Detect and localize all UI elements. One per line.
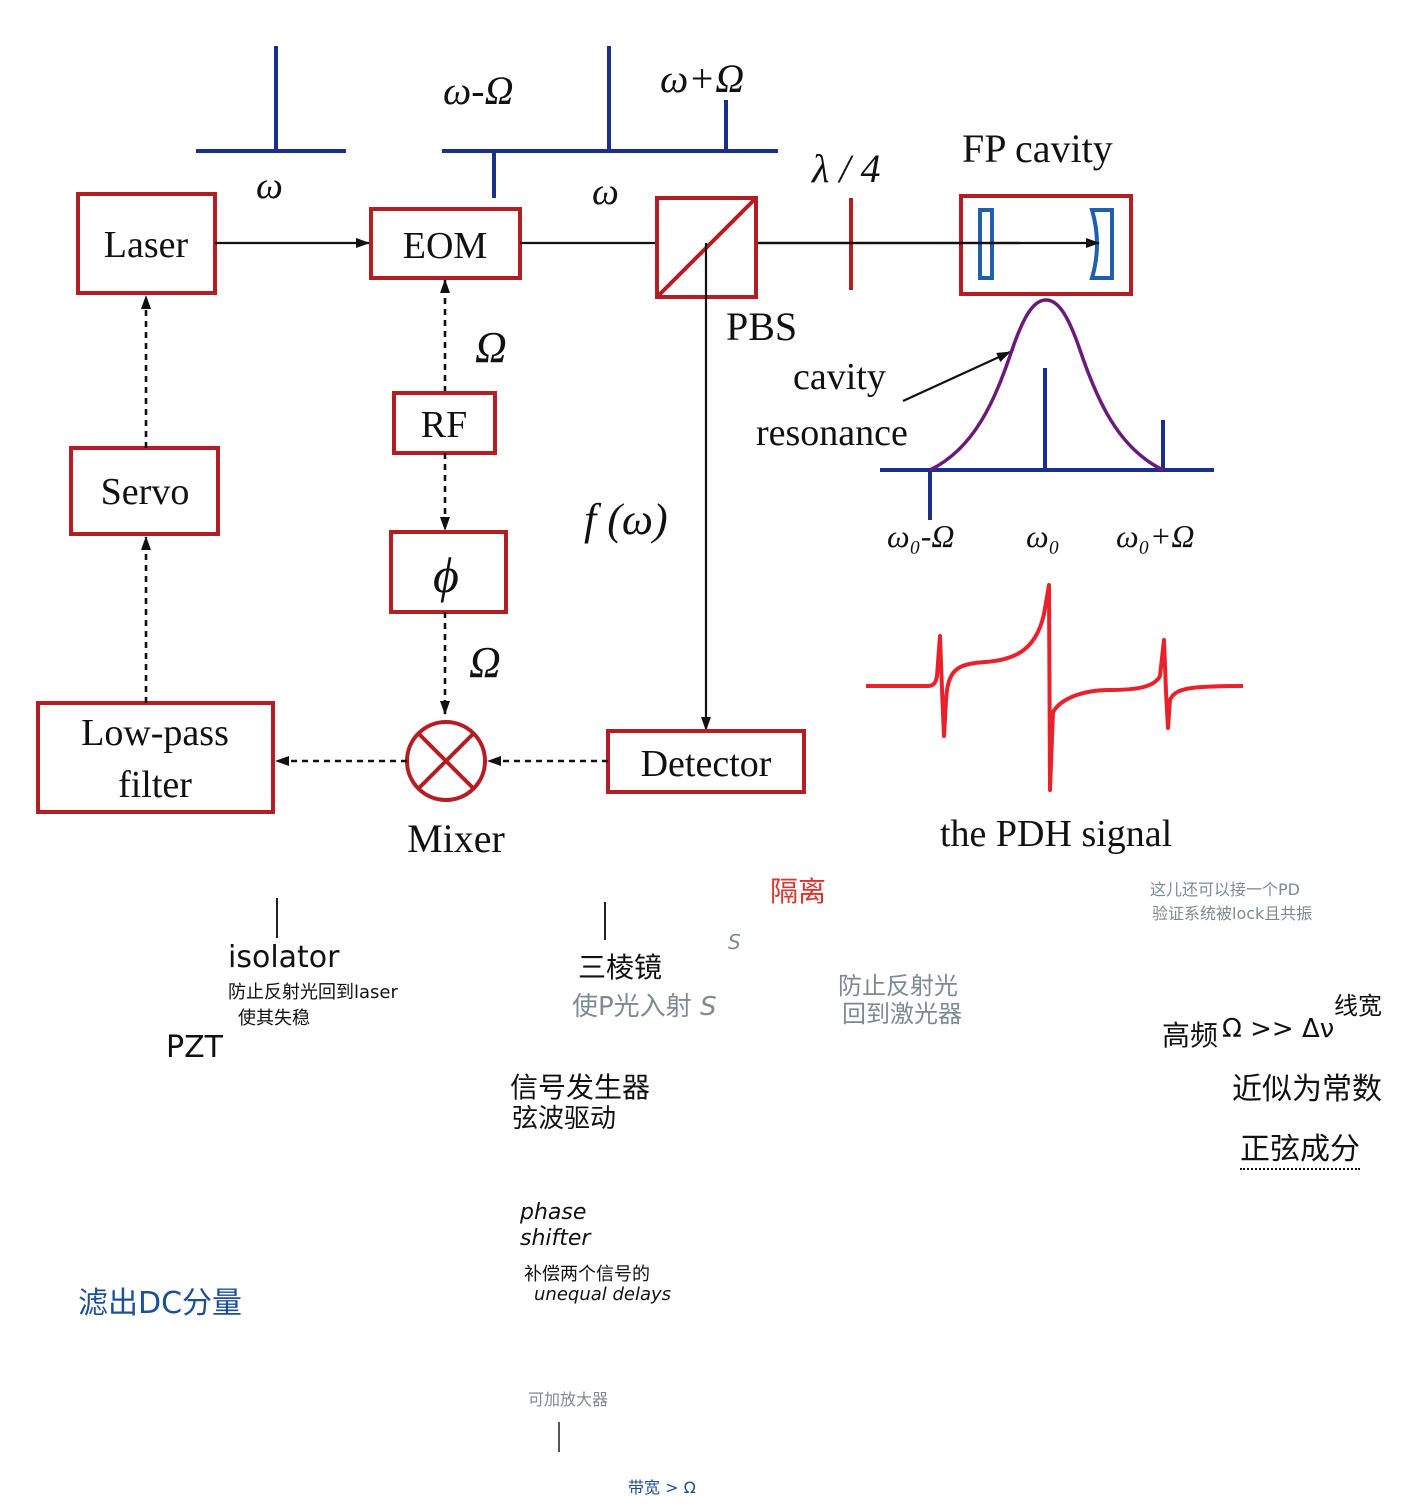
resonance-pointer-arrow [902, 350, 1011, 403]
eom-spectrum [442, 46, 778, 198]
sine-component-note: 正弦成分 [1240, 1124, 1360, 1170]
isolation-note: 隔离 [770, 875, 827, 908]
Omega-upper-label: Ω [475, 323, 507, 372]
omega-laser-label: ω [256, 165, 283, 207]
s-mark-right: S [700, 992, 717, 1022]
fp-cavity-label: FP cavity [962, 126, 1113, 171]
cavity-label: cavity [793, 356, 886, 398]
amplifier-tick [558, 1422, 560, 1452]
s-light-note: 使P光入射 [572, 992, 692, 1022]
omega-eom-label: ω [592, 171, 619, 213]
signal-gen-line1: 信号发生器 [510, 1071, 651, 1104]
resonance-curve [929, 298, 1164, 472]
omega-minus-Omega-label: ω-Ω [443, 68, 514, 113]
phase-shifter-line3: 补偿两个信号的 [524, 1264, 650, 1285]
high-freq-formula: Ω >> Δν [1222, 1014, 1335, 1044]
rf-box [392, 391, 497, 455]
bandwidth-note: 带宽 > Ω [628, 1478, 696, 1497]
resonance-label: resonance [756, 412, 908, 454]
lowpass-box [36, 701, 275, 814]
res-right-label: ω₀+Ω [1116, 518, 1194, 554]
signal-gen-line2: 弦波驱动 [512, 1104, 617, 1134]
lambda-quarter-label: λ / 4 [811, 146, 880, 191]
detector-label: Detector [641, 743, 772, 785]
res-left-label: ω₀-Ω [887, 518, 955, 554]
extra-pd-line2: 验证系统被lock且共振 [1152, 904, 1313, 923]
detector-box [606, 729, 806, 794]
prevent-reflection-line1: 防止反射光 [838, 972, 958, 1000]
omega-plus-Omega-label: ω+Ω [660, 56, 744, 101]
lowpass-label-line2: filter [118, 764, 192, 806]
pbs-label: PBS [726, 304, 797, 349]
prism-note: 三棱镜 [578, 951, 663, 984]
extra-pd-line1: 这儿还可以接一个PD [1150, 880, 1300, 899]
servo-box [69, 446, 220, 536]
phase-shifter-line1: phase [520, 1200, 587, 1225]
isolator-tick [276, 898, 278, 938]
s-mark-upper: S [728, 930, 741, 954]
rf-label: RF [421, 404, 467, 446]
amplifier-note: 可加放大器 [528, 1390, 609, 1409]
laser-spectrum [196, 46, 346, 153]
linewidth-note: 线宽 [1334, 992, 1382, 1020]
cavity-mirror-right [1089, 208, 1114, 280]
laser-label: Laser [104, 224, 189, 266]
servo-label: Servo [101, 471, 190, 513]
eom-label: EOM [403, 225, 487, 267]
pzt-note: PZT [166, 1030, 223, 1065]
pdh-signal-label: the PDH signal [940, 813, 1172, 855]
pdh-setup-diagram: ω ω-Ω ω+Ω ω λ / 4 FP cavity Laser EOM PB… [36, 46, 1244, 861]
isolator-note-line2: 使其失稳 [238, 1008, 310, 1029]
mixer-label: Mixer [407, 816, 505, 861]
res-center-label: ω₀ [1026, 518, 1060, 554]
isolator-note-line1: 防止反射光回到laser [228, 982, 398, 1003]
prism-tick [604, 902, 606, 940]
pdh-signal-curve [866, 583, 1244, 792]
prevent-reflection-line2: 回到激光器 [842, 1000, 962, 1028]
Omega-lower-label: Ω [469, 638, 501, 687]
filter-dc-note: 滤出DC分量 [78, 1286, 243, 1321]
phase-shifter-line4: unequal delays [534, 1284, 672, 1305]
isolator-title: isolator [228, 940, 340, 975]
phase-shifter-line2: shifter [520, 1226, 591, 1251]
lowpass-label-line1: Low-pass [81, 712, 229, 754]
phase-symbol: ϕ [433, 547, 459, 603]
f-omega-label: f (ω) [584, 495, 668, 544]
phase-shifter-box [389, 530, 508, 614]
mixer-symbol [405, 720, 487, 802]
approx-constant-note: 近似为常数 [1232, 1072, 1382, 1107]
laser-box [76, 192, 217, 295]
resonance-spectrum [880, 368, 1214, 520]
high-freq-prefix: 高频 [1162, 1019, 1219, 1052]
